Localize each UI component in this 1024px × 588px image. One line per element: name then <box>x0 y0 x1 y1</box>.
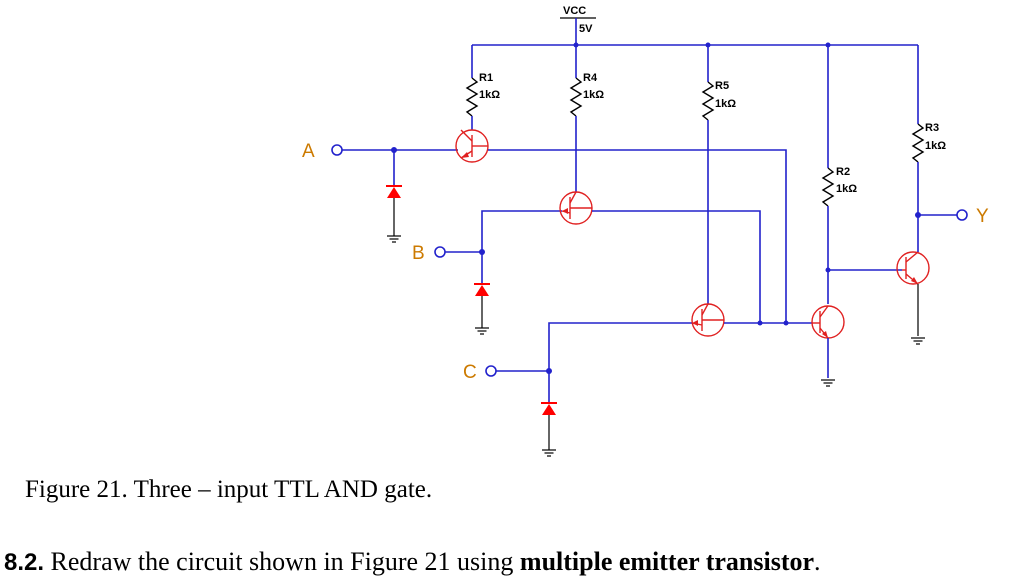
diode-a <box>386 185 402 198</box>
figure-caption: Figure 21. Three – input TTL AND gate. <box>25 476 433 503</box>
input-c-label: C <box>463 362 477 383</box>
resistor-r5: R5 1kΩ <box>701 45 736 304</box>
ground-c <box>542 449 556 457</box>
r2-value: 1kΩ <box>836 183 857 195</box>
transistor-q2 <box>559 191 593 225</box>
r1-value: 1kΩ <box>479 89 500 101</box>
task-end: . <box>814 547 821 576</box>
junction-q1c <box>783 320 789 326</box>
output-y-label: Y <box>976 206 989 227</box>
input-a-label: A <box>302 141 315 162</box>
ttl-and-gate-schematic: VCC 5V R1 1kΩ R4 1kΩ R5 1kΩ R3 1kΩ <box>302 5 989 457</box>
transistor-q1 <box>455 129 489 163</box>
input-c-terminal <box>485 365 497 377</box>
output-terminal <box>956 209 968 221</box>
r4-value: 1kΩ <box>583 89 604 101</box>
r5-value: 1kΩ <box>715 98 736 110</box>
vcc-value: 5V <box>579 23 593 35</box>
transistor-q5 <box>896 251 930 285</box>
diode-b <box>474 283 490 296</box>
r3-label: R3 <box>925 122 939 134</box>
task-statement: 8.2. Redraw the circuit shown in Figure … <box>4 547 821 577</box>
input-b-label: B <box>412 243 425 264</box>
task-number: 8.2. <box>4 549 45 576</box>
resistor-r1: R1 1kΩ <box>465 45 500 130</box>
resistor-r4: R4 1kΩ <box>569 45 604 192</box>
r4-label: R4 <box>583 72 598 84</box>
ground-q5 <box>911 337 925 345</box>
task-text: Redraw the circuit shown in Figure 21 us… <box>44 547 520 576</box>
task-bold-text: multiple emitter transistor <box>519 547 815 576</box>
resistor-r3: R3 1kΩ <box>911 45 946 215</box>
q2-collector-wire <box>592 210 761 323</box>
diode-c <box>541 402 557 415</box>
r3-value: 1kΩ <box>925 140 946 152</box>
transistor-q3 <box>691 303 725 337</box>
transistor-q4 <box>811 305 845 339</box>
junction-q2c <box>757 320 763 326</box>
r5-label: R5 <box>715 80 729 92</box>
input-b-terminal <box>434 246 446 258</box>
ground-q4 <box>821 379 835 387</box>
q1-collector-wire <box>488 149 787 323</box>
r2-label: R2 <box>836 166 850 178</box>
r1-label: R1 <box>479 72 493 84</box>
ground-b <box>475 327 489 335</box>
vcc-label: VCC <box>563 5 586 17</box>
junction-q4c <box>825 267 831 273</box>
resistor-r2: R2 1kΩ <box>821 45 857 304</box>
input-a-terminal <box>331 144 343 156</box>
ground-a <box>387 235 401 243</box>
